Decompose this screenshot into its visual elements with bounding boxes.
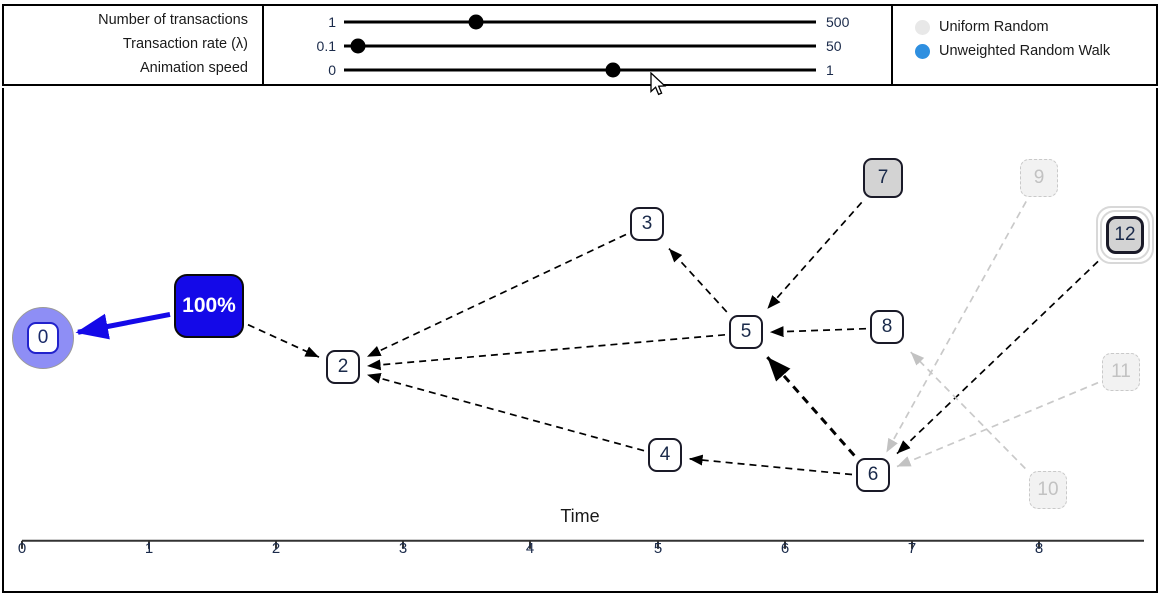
slider-handle-2[interactable] [605, 62, 621, 78]
slider-min-0: 1 [328, 14, 336, 30]
control-label-2: Animation speed [139, 60, 248, 76]
graph-node-5[interactable]: 5 [729, 315, 763, 349]
legend-dot-icon [915, 43, 930, 59]
graph-node-12[interactable]: 12 [1106, 216, 1144, 254]
graph-edge-4-to-2 [366, 373, 645, 452]
graph-edge-11-to-6 [896, 381, 1099, 468]
graph-node-10[interactable]: 10 [1029, 471, 1067, 509]
legend-label: Uniform Random [939, 19, 1049, 35]
slider-handle-1[interactable] [350, 38, 366, 54]
graph-node-7[interactable]: 7 [863, 158, 903, 198]
graph-node-6[interactable]: 6 [856, 458, 890, 492]
percent-badge[interactable]: 100% [174, 274, 244, 338]
graph-node-3[interactable]: 3 [630, 207, 664, 241]
slider-row-1[interactable]: 0.1 50 [264, 33, 891, 59]
slider-track-2[interactable] [344, 68, 816, 72]
graph-edge-7-to-5 [766, 201, 863, 310]
slider-max-0: 500 [826, 14, 850, 30]
graph-node-4[interactable]: 4 [648, 438, 682, 472]
graph-edge-5-to-3 [668, 248, 728, 313]
graph-edge-badge-to-2 [247, 323, 320, 358]
slider-max-1: 50 [826, 38, 842, 54]
graph-edge-badge-to-0 [75, 311, 171, 340]
panel-divider-2 [891, 6, 893, 84]
graph-node-2[interactable]: 2 [326, 350, 360, 384]
graph-node-9[interactable]: 9 [1020, 159, 1058, 197]
start-node-highlight [12, 307, 74, 369]
slider-max-2: 1 [826, 62, 834, 78]
graph-edge-6-to-4 [688, 454, 853, 476]
graph-edge-9-to-6 [885, 201, 1027, 453]
slider-min-2: 0 [328, 62, 336, 78]
slider-handle-0[interactable] [468, 14, 484, 30]
legend-item-0[interactable]: Uniform Random [915, 17, 1049, 37]
graph-edges-layer [75, 201, 1099, 476]
control-label-1: Transaction rate (λ) [122, 36, 248, 52]
graph-edge-6-to-5 [766, 356, 856, 457]
slider-track-1[interactable] [344, 44, 816, 48]
graph-edge-12-to-6 [896, 260, 1099, 455]
graph-node-11[interactable]: 11 [1102, 353, 1140, 391]
legend-label: Unweighted Random Walk [939, 43, 1111, 59]
panel-divider-1 [262, 6, 264, 84]
slider-min-1: 0.1 [316, 38, 336, 54]
slider-track-0[interactable] [344, 20, 816, 24]
legend-item-1[interactable]: Unweighted Random Walk [915, 41, 1110, 61]
graph-edge-10-to-8 [910, 351, 1026, 470]
graph-node-0[interactable]: 0 [27, 322, 59, 354]
graph-edge-5-to-2 [366, 333, 726, 371]
graph-edge-8-to-5 [769, 326, 867, 338]
legend-dot-icon [915, 19, 930, 35]
graph-edge-3-to-2 [366, 233, 627, 358]
control-label-0: Number of transactions [98, 12, 248, 28]
graph-node-8[interactable]: 8 [870, 310, 904, 344]
